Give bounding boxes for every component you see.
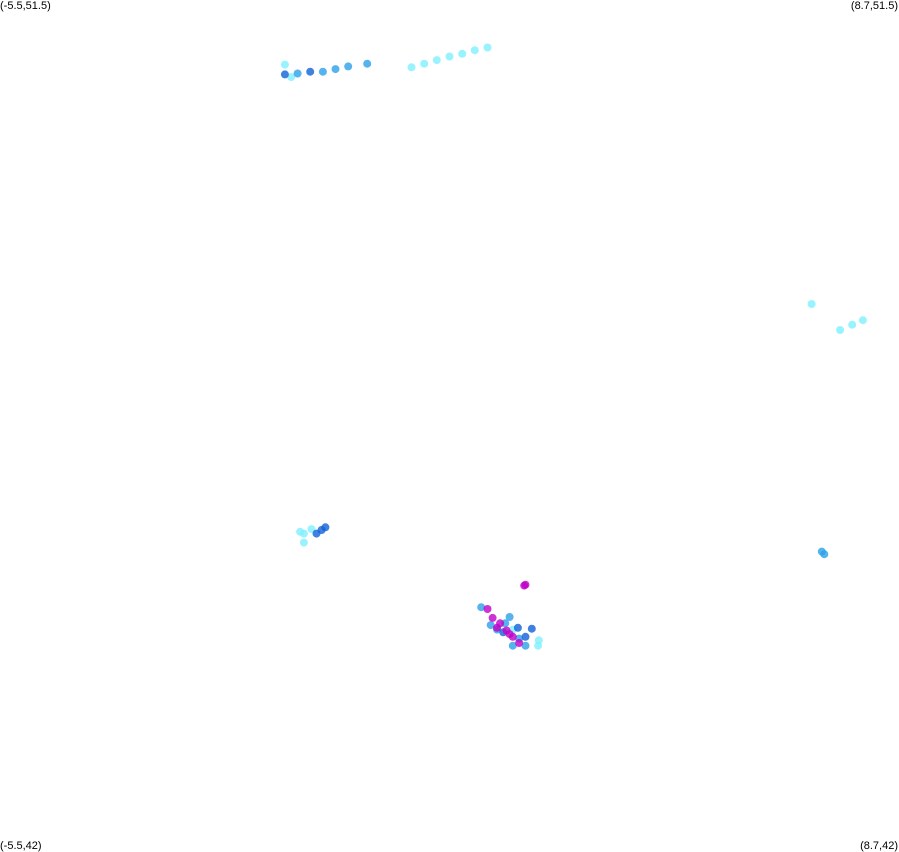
map-point-light bbox=[296, 527, 305, 536]
map-point-medium bbox=[508, 641, 517, 650]
map-point-light bbox=[458, 49, 467, 58]
map-point-medium bbox=[486, 621, 495, 630]
map-point-dark bbox=[280, 70, 289, 79]
map-point-light bbox=[807, 300, 816, 308]
map-point-medium bbox=[477, 603, 486, 612]
map-point-light bbox=[445, 52, 454, 61]
map-point-dark bbox=[513, 623, 522, 632]
top-right-coordinate: (8.7,51.5) bbox=[850, 0, 898, 12]
point-series-magenta bbox=[483, 580, 530, 647]
map-point-dark bbox=[312, 529, 321, 538]
map-point-magenta bbox=[483, 605, 492, 613]
map-point-light bbox=[483, 43, 492, 52]
point-series-light bbox=[280, 43, 867, 650]
map-point-medium bbox=[521, 641, 530, 650]
map-point-dark bbox=[521, 632, 530, 641]
map-point-medium bbox=[318, 67, 327, 76]
bottom-left-coordinate: (-5.5,42) bbox=[0, 840, 42, 852]
map-point-magenta bbox=[493, 623, 501, 632]
map-point-dark bbox=[527, 624, 536, 633]
map-point-medium bbox=[331, 65, 340, 74]
map-point-light bbox=[280, 60, 289, 69]
map-point-light bbox=[858, 316, 867, 325]
map-point-magenta bbox=[505, 630, 514, 639]
map-point-light bbox=[470, 46, 479, 55]
map-point-light bbox=[299, 538, 308, 547]
map-point-medium bbox=[505, 613, 514, 621]
map-point-medium bbox=[363, 59, 372, 68]
map-point-magenta bbox=[488, 613, 497, 622]
point-series-dark bbox=[280, 67, 536, 641]
map-point-medium bbox=[817, 547, 826, 556]
map-point-light bbox=[407, 63, 416, 72]
bottom-right-coordinate: (8.7,42) bbox=[860, 840, 898, 852]
map-point-medium bbox=[344, 62, 353, 71]
top-left-coordinate: (-5.5,51.5) bbox=[0, 0, 51, 12]
map-point-light bbox=[534, 641, 543, 650]
map-point-magenta bbox=[521, 580, 530, 589]
map-point-light bbox=[836, 326, 845, 334]
map-point-medium bbox=[293, 69, 302, 78]
point-series-medium bbox=[293, 59, 829, 650]
map-point-dark bbox=[321, 523, 330, 532]
map-point-light bbox=[848, 320, 857, 329]
map-point-light bbox=[420, 59, 429, 68]
map-point-dark bbox=[306, 67, 315, 76]
map-point-magenta bbox=[515, 639, 524, 647]
map-point-light bbox=[432, 56, 441, 65]
map-point-light bbox=[287, 73, 296, 82]
